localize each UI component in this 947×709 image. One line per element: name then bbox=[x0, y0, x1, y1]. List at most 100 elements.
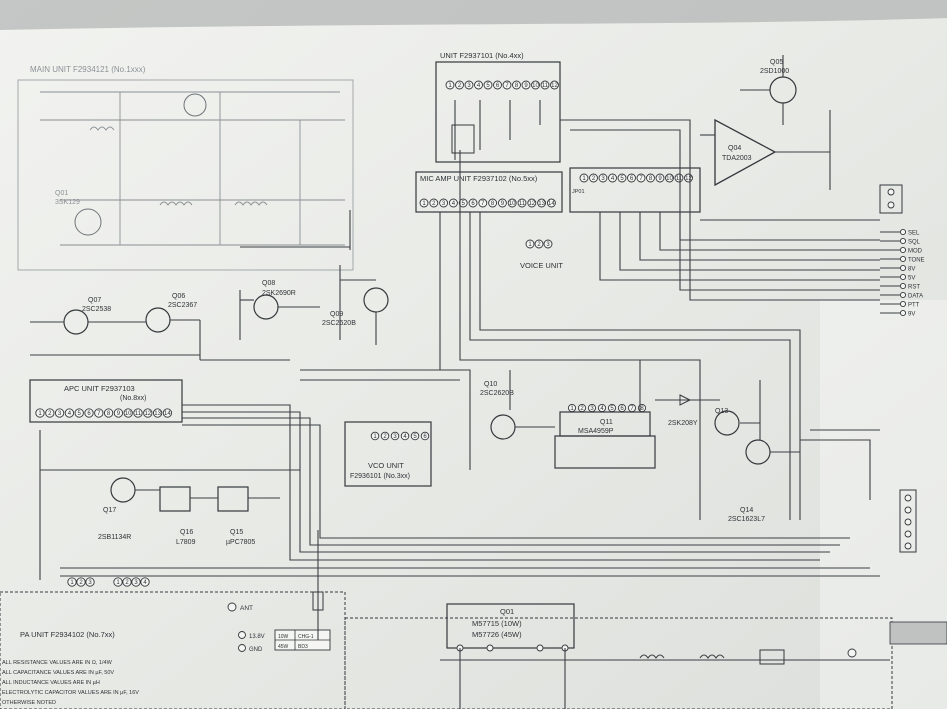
signal-pin bbox=[899, 291, 907, 299]
q01-ref: Q01 bbox=[500, 607, 514, 616]
mic-amp-pin-label: 5 bbox=[462, 201, 466, 207]
note-line: ALL RESISTANCE VALUES ARE IN Ω, 1/4W bbox=[2, 660, 113, 666]
signal-label: RST bbox=[908, 285, 920, 291]
q04-opamp bbox=[714, 118, 777, 187]
paper-fold-top bbox=[0, 0, 947, 30]
apc-pin-label: 10 bbox=[125, 411, 132, 417]
voice-pin bbox=[525, 239, 535, 249]
signal-pin bbox=[899, 264, 907, 272]
jp1-top-pin bbox=[665, 173, 674, 183]
unit4-pin bbox=[464, 80, 474, 90]
unit4-pin-label: 3 bbox=[467, 83, 471, 89]
q05-ref: Q05 bbox=[770, 59, 783, 66]
apc-pin-label: 4 bbox=[68, 411, 72, 417]
unit4-pin bbox=[502, 80, 512, 90]
apc-pin-label: 14 bbox=[164, 411, 171, 417]
mic-amp-pin bbox=[497, 198, 507, 208]
mic-amp-pin-label: 11 bbox=[519, 201, 526, 207]
jp1-top-pin-label: 3 bbox=[601, 176, 605, 182]
mic-amp-pin-label: 14 bbox=[548, 201, 555, 207]
q17-part: 2SB1134R bbox=[98, 534, 131, 541]
table-cell-2: CHG-1 bbox=[298, 634, 314, 640]
apc-pin-label: 5 bbox=[78, 411, 82, 417]
q11-pin-label: 4 bbox=[600, 406, 604, 412]
jp1-top-pin-label: 12 bbox=[685, 176, 692, 182]
unit4-frame bbox=[435, 61, 561, 163]
q17-ref: Q17 bbox=[103, 507, 116, 514]
q11-pin bbox=[587, 403, 597, 413]
q06-part: 2SC2367 bbox=[168, 302, 197, 309]
voice-pin-label: 1 bbox=[528, 242, 532, 248]
pa-unit-label: PA UNIT F2934102 (No.7xx) bbox=[20, 630, 115, 639]
jp1-frame bbox=[569, 167, 701, 213]
mic-amp-pin-label: 9 bbox=[501, 201, 505, 207]
jp1-top-pin bbox=[608, 173, 617, 183]
table-cell-3: BD3 bbox=[298, 644, 308, 650]
apc-pin-label: 6 bbox=[87, 411, 91, 417]
q07-part: 2SC2538 bbox=[82, 306, 111, 313]
mic-amp-pin-label: 2 bbox=[432, 201, 436, 207]
mic-amp-pin-label: 13 bbox=[538, 201, 545, 207]
pa-b-pin bbox=[131, 577, 141, 587]
apc-pin bbox=[103, 408, 114, 418]
pa-a-pin bbox=[67, 577, 77, 587]
apc-pin-label: 13 bbox=[154, 411, 161, 417]
apc-pin bbox=[54, 408, 65, 418]
apc-pin bbox=[45, 408, 55, 418]
q04-part: TDA2003 bbox=[722, 155, 752, 162]
pa-b-pin bbox=[113, 577, 123, 587]
signal-pin bbox=[899, 228, 907, 236]
pa-a-pin bbox=[76, 577, 86, 587]
q11-ref: Q11 bbox=[600, 419, 613, 426]
q01-main-part: 3SK129 bbox=[55, 199, 80, 206]
unit4-pin-label: 11 bbox=[542, 83, 549, 89]
diode bbox=[679, 394, 692, 406]
pa-b-pin-label: 1 bbox=[116, 580, 120, 586]
unit4-pin-label: 8 bbox=[515, 83, 519, 89]
vco-pin-label: 5 bbox=[413, 434, 417, 440]
table-cell-0: 10W bbox=[278, 634, 289, 640]
apc-unit-sub: (No.8xx) bbox=[120, 395, 146, 402]
unit4-ic bbox=[451, 124, 475, 154]
vco-unit-sub: F2936101 (No.3xx) bbox=[350, 473, 410, 480]
notes-block: ALL RESISTANCE VALUES ARE IN Ω, 1/4WALL … bbox=[2, 660, 139, 706]
vco-pin-label: 6 bbox=[423, 434, 427, 440]
q14-ref: Q14 bbox=[740, 507, 753, 514]
unit4-pin-label: 5 bbox=[486, 83, 490, 89]
signal-pin bbox=[899, 309, 907, 317]
unit4-pin-label: 4 bbox=[477, 83, 481, 89]
jp1-top-pin-label: 11 bbox=[676, 176, 683, 182]
apc-pin-label: 2 bbox=[48, 411, 52, 417]
mic-amp-pin-label: 12 bbox=[528, 201, 535, 207]
apc-pin bbox=[162, 408, 173, 418]
mic-amp-pin bbox=[488, 198, 498, 208]
p13v-terminal bbox=[238, 631, 246, 639]
jp1-top-pin-label: 4 bbox=[611, 176, 615, 182]
q10-ref: Q10 bbox=[484, 381, 497, 388]
jp1-label: JP01 bbox=[572, 189, 585, 195]
ant-terminal bbox=[227, 602, 237, 612]
pa-a-pin-label: 3 bbox=[88, 580, 92, 586]
jp1-top-pin bbox=[627, 173, 636, 183]
rf-stage-region: Q07 2SC2538 Q06 2SC2367 Q08 2SK2690R Q09… bbox=[30, 210, 389, 361]
q13-part: 2SK208Y bbox=[668, 420, 698, 427]
gnd-terminal bbox=[238, 644, 246, 652]
q11-pin-label: 1 bbox=[570, 406, 574, 412]
audio-amp-region: Q05 2SD1000 Q04 TDA2003 bbox=[700, 55, 903, 214]
mic-amp-pin bbox=[468, 198, 478, 208]
vco-unit-frame bbox=[344, 421, 432, 487]
bus-wiring bbox=[60, 119, 880, 577]
q09-ref: Q09 bbox=[330, 311, 343, 318]
signal-label: DATA bbox=[908, 294, 923, 300]
signal-pin bbox=[899, 273, 907, 281]
unit4-pin bbox=[445, 80, 455, 90]
